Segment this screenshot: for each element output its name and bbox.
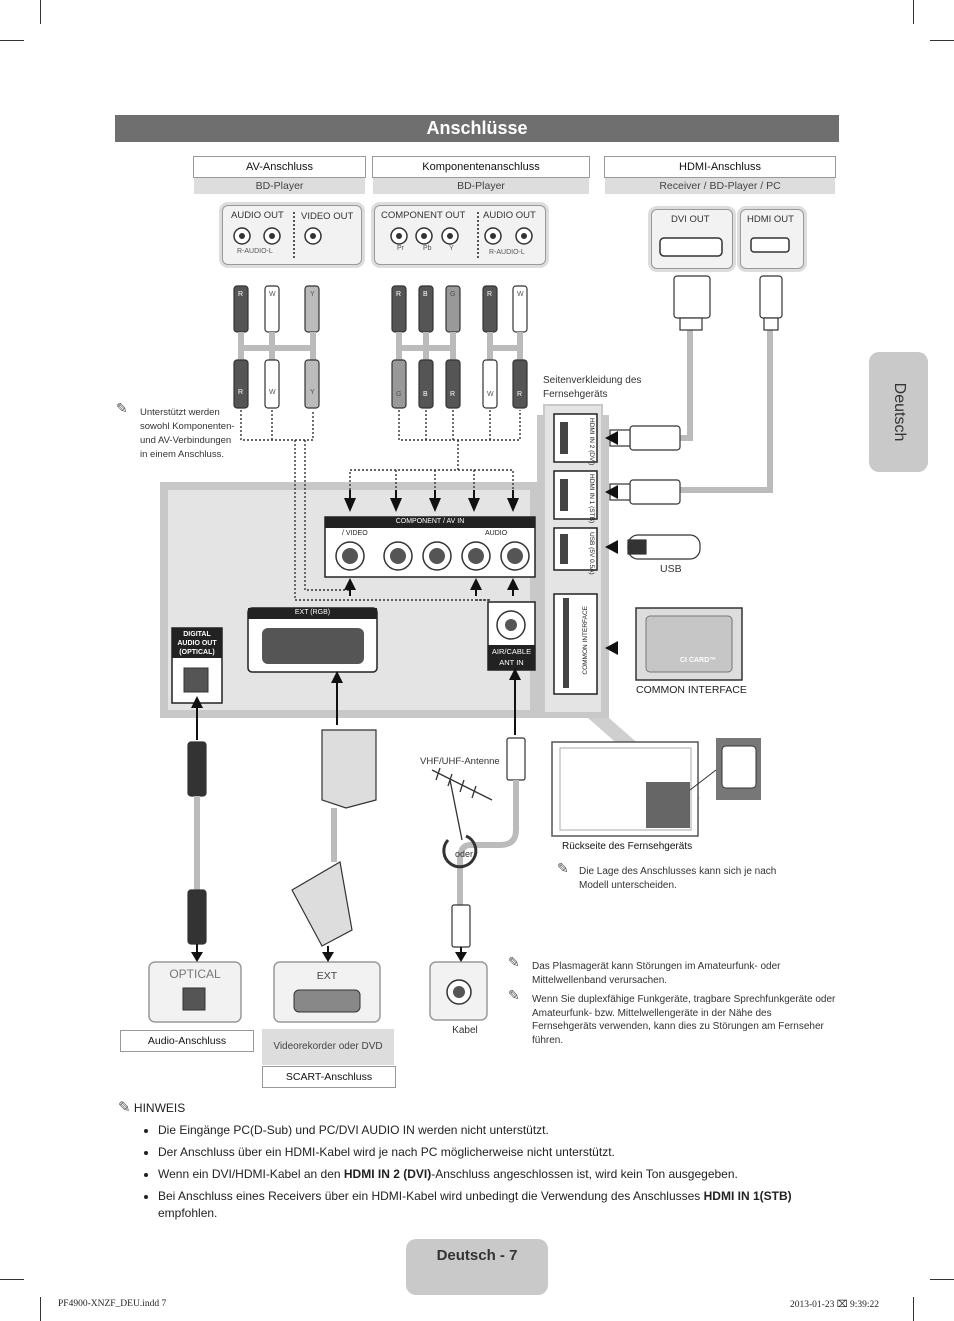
audio-connection-label: Audio-Anschluss [120, 1030, 254, 1052]
pencil-icon: ✎ [557, 860, 569, 876]
pr-label: Pr [397, 245, 404, 252]
plug-letter: G [396, 391, 402, 398]
usb-port-label: USB (5V 0.5A) [588, 532, 595, 575]
pencil-icon: ✎ [118, 1099, 131, 1116]
hinweis-item: Wenn ein DVI/HDMI-Kabel an den HDMI IN 2… [158, 1166, 828, 1183]
plug-letter: W [517, 291, 524, 298]
radio-interference-note: Wenn Sie duplexfähige Funkgeräte, tragba… [532, 994, 836, 1046]
hinweis-heading: HINWEIS [133, 1101, 186, 1115]
page-number-tab: Deutsch - 7 [406, 1239, 548, 1295]
pencil-icon: ✎ [508, 987, 520, 1003]
component-sub: BD-Player [373, 178, 589, 194]
plug-letter: R [396, 291, 402, 298]
audio-out-label: AUDIO OUT [231, 210, 284, 221]
component-av-in-label: COMPONENT / AV IN [395, 518, 465, 525]
crop-mark [913, 0, 914, 24]
footer-date: 2013-01-23 ⌧ 9:39:22 [790, 1300, 880, 1310]
ext-rgb-label: EXT (RGB) [294, 609, 331, 616]
hinweis-item: Der Anschluss über ein HDMI-Kabel wird j… [158, 1144, 828, 1161]
kabel-label: Kabel [452, 1025, 478, 1036]
ant-in-label: ANT IN [499, 658, 524, 667]
pencil-icon: ✎ [116, 400, 128, 416]
page-number: Deutsch - 7 [436, 1247, 518, 1264]
common-interface-label: COMMON INTERFACE [636, 684, 747, 696]
footer-file: PF4900-XNZF_DEU.indd 7 [58, 1299, 167, 1309]
plug-letter: G [450, 291, 456, 298]
hinweis-list: Die Eingänge PC(D-Sub) und PC/DVI AUDIO … [118, 1122, 828, 1222]
plug-letter: R [517, 391, 523, 398]
plug-letter: W [269, 291, 276, 298]
optical-label: OPTICAL [169, 967, 221, 981]
hdmi-header: HDMI-Anschluss [604, 156, 836, 178]
supports-note: Unterstützt werden sowohl Komponenten- u… [140, 407, 235, 460]
component-header: Komponentenanschluss [372, 156, 590, 178]
hdmi-in-1-label: HDMI IN 1 (STB) [588, 474, 595, 524]
plug-letter: Y [310, 389, 315, 396]
common-interface-port-label: COMMON INTERFACE [582, 606, 589, 675]
plug-letter: W [487, 391, 494, 398]
r-audio-l-label-2: R-AUDIO-L [489, 249, 525, 256]
divider [477, 212, 479, 258]
av-header: AV-Anschluss [193, 156, 366, 178]
crop-mark [0, 40, 24, 41]
side-panel-label: Seitenverkleidung des Fernsehgeräts [543, 375, 642, 400]
hinweis-item: Die Eingänge PC(D-Sub) und PC/DVI AUDIO … [158, 1122, 828, 1139]
position-note: Die Lage des Anschlusses kann sich je na… [579, 866, 777, 891]
audio-out-label-2: AUDIO OUT [483, 210, 536, 221]
plug-letter: R [450, 391, 456, 398]
video-port-label: / VIDEO [342, 530, 368, 537]
av-sub: BD-Player [194, 178, 365, 194]
air-cable-label: AIR/CABLE [491, 647, 532, 656]
digital-audio-out-label: DIGITAL AUDIO OUT (OPTICAL) [177, 631, 217, 656]
plug-letter: R [238, 389, 244, 396]
audio-port-label: AUDIO [485, 530, 508, 537]
page-title: Anschlüsse [115, 115, 839, 142]
crop-mark [913, 1297, 914, 1321]
oder-label: oder [455, 849, 474, 859]
video-out-label: VIDEO OUT [301, 211, 354, 222]
ci-card-label: CI CARD™ [680, 657, 717, 664]
component-out-label: COMPONENT OUT [381, 210, 466, 221]
plug-letter: R [238, 291, 244, 298]
hinweis-section: ✎ HINWEIS Die Eingänge PC(D-Sub) und PC/… [118, 1098, 828, 1227]
plug-letter: W [269, 389, 276, 396]
ext-label: EXT [316, 970, 338, 982]
pb-label: Pb [423, 245, 432, 252]
r-audio-l-label: R-AUDIO-L [237, 248, 273, 255]
crop-mark [40, 1297, 41, 1321]
antenna-label: VHF/UHF-Antenne [420, 756, 500, 767]
crop-mark [40, 0, 41, 24]
plasma-note: Das Plasmagerät kann Störungen im Amateu… [532, 961, 781, 986]
language-side-tab: Deutsch [869, 352, 928, 472]
tv-back-label: Rückseite des Fernsehgeräts [562, 841, 693, 852]
y-label: Y [449, 245, 454, 252]
crop-mark [930, 40, 954, 41]
plug-letter: B [423, 391, 428, 398]
usb-label: USB [660, 563, 682, 575]
pencil-icon: ✎ [508, 954, 520, 970]
hdmi-sub: Receiver / BD-Player / PC [605, 178, 835, 194]
plug-letter: R [487, 291, 493, 298]
crop-mark [930, 1279, 954, 1280]
videorecorder-label: Videorekorder oder DVD [262, 1029, 394, 1065]
plug-letter: Y [310, 291, 315, 298]
hinweis-item: Bei Anschluss eines Receivers über ein H… [158, 1188, 828, 1222]
scart-connection-label: SCART-Anschluss [262, 1066, 396, 1088]
crop-mark [0, 1279, 24, 1280]
hdmi-out-label: HDMI OUT [747, 214, 794, 225]
hdmi-in-2-label: HDMI IN 2 (DVI) [588, 418, 595, 466]
plug-letter: B [423, 291, 428, 298]
divider [293, 212, 295, 258]
dvi-out-label: DVI OUT [671, 214, 710, 225]
